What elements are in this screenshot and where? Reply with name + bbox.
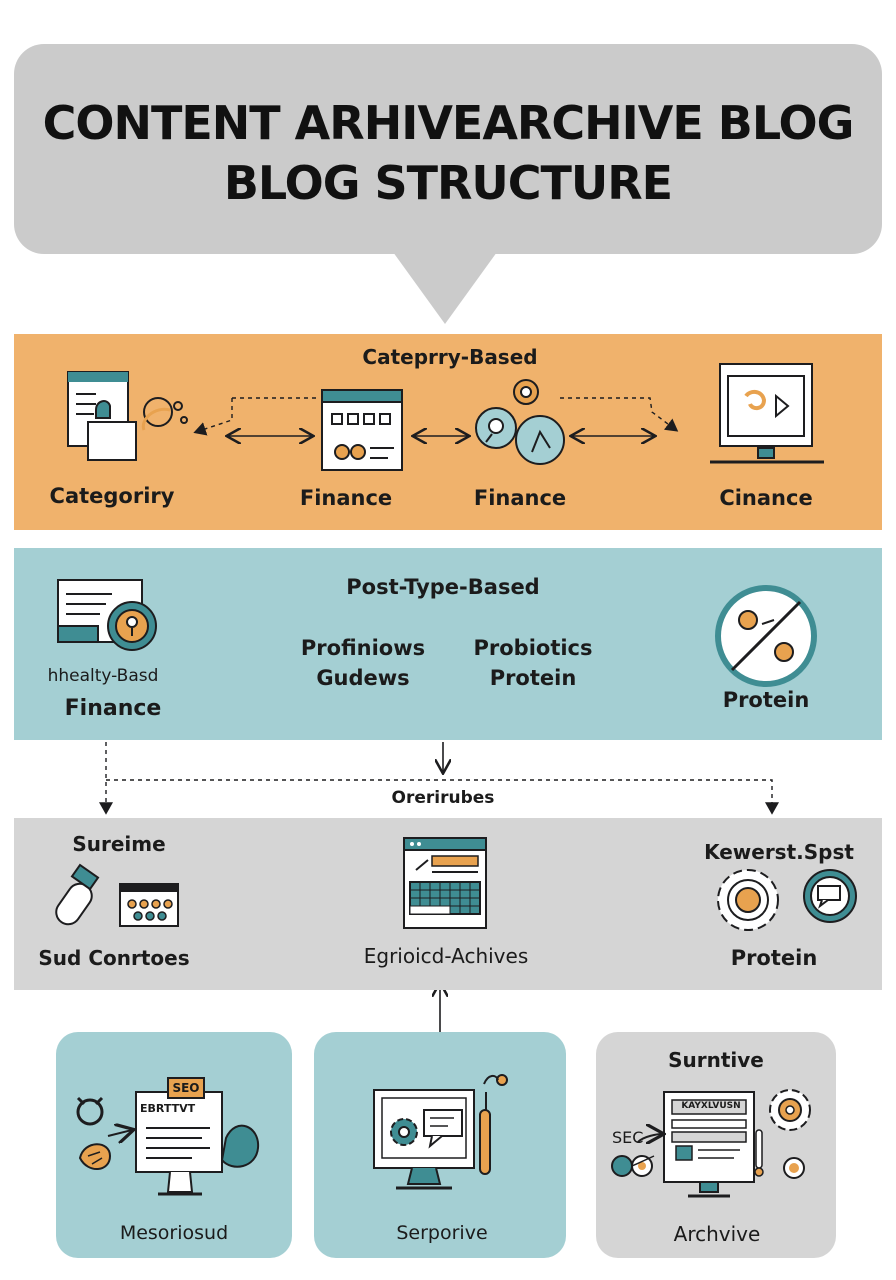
post-mid-right-2: Protein	[489, 666, 577, 690]
no-entry-circle-icon	[715, 585, 817, 687]
seo-card-caption: Mesoriosud	[119, 1222, 229, 1244]
post-left-label-1: hhealty-Basd	[47, 666, 159, 686]
archive-card-seo-text: SEC	[612, 1128, 644, 1147]
title-line-1: CONTENT ARHIVEARCHIVE BLOG	[42, 96, 855, 150]
seo-badge: SEO	[172, 1081, 200, 1095]
archive-right-caption: Protein	[730, 946, 818, 970]
post-mid-left-2: Gudews	[316, 666, 410, 690]
monitor-play-icon	[710, 363, 824, 464]
calendar-window-icon	[403, 837, 487, 929]
archive-card-caption: Archvive	[673, 1222, 761, 1246]
settings-card-caption: Serporive	[396, 1222, 488, 1244]
archive-left-title: Sureime	[72, 832, 166, 856]
title-line-2: BLOG STRUCTURE	[223, 156, 673, 210]
test-tube-icon	[55, 863, 179, 927]
document-gear-icon	[67, 371, 188, 461]
overview-label: Orerirubes	[391, 788, 495, 808]
archive-center-caption: Egrioicd-Achives	[363, 944, 529, 968]
post-mid-left-1: Profiniows	[300, 636, 426, 660]
archive-card-title: Surntive	[668, 1048, 764, 1072]
seo-doc-heading: EBRTTVT	[140, 1102, 196, 1115]
archive-monitor-icon	[611, 1089, 811, 1198]
archive-right-title: Kewerst.Spst	[704, 840, 854, 864]
monitor-gear-icon	[373, 1074, 508, 1190]
post-right-label: Protein	[722, 688, 810, 712]
title-bubble	[14, 44, 882, 254]
archive-card-screen-heading: KAYXLVUSN	[681, 1101, 741, 1111]
browser-window-icon	[321, 389, 403, 471]
category-item-3: Finance	[473, 486, 567, 510]
lightbulb-screen-icon	[57, 579, 157, 651]
post-mid-right-1: Probiotics	[473, 636, 593, 660]
gear-chat-icon	[717, 869, 857, 931]
category-item-1: Categoriry	[49, 484, 175, 508]
category-item-2: Finance	[299, 486, 393, 510]
seo-document-icon	[76, 1077, 260, 1196]
category-band-heading: Cateprry-Based	[362, 345, 538, 369]
title-bubble-tail	[393, 252, 497, 324]
gear-magnifier-icon	[475, 379, 565, 465]
post-type-heading: Post-Type-Based	[346, 575, 540, 599]
archive-left-caption: Sud Conrtoes	[38, 946, 190, 970]
post-left-label-2: Finance	[64, 696, 162, 721]
category-item-4: Cinance	[719, 486, 813, 510]
